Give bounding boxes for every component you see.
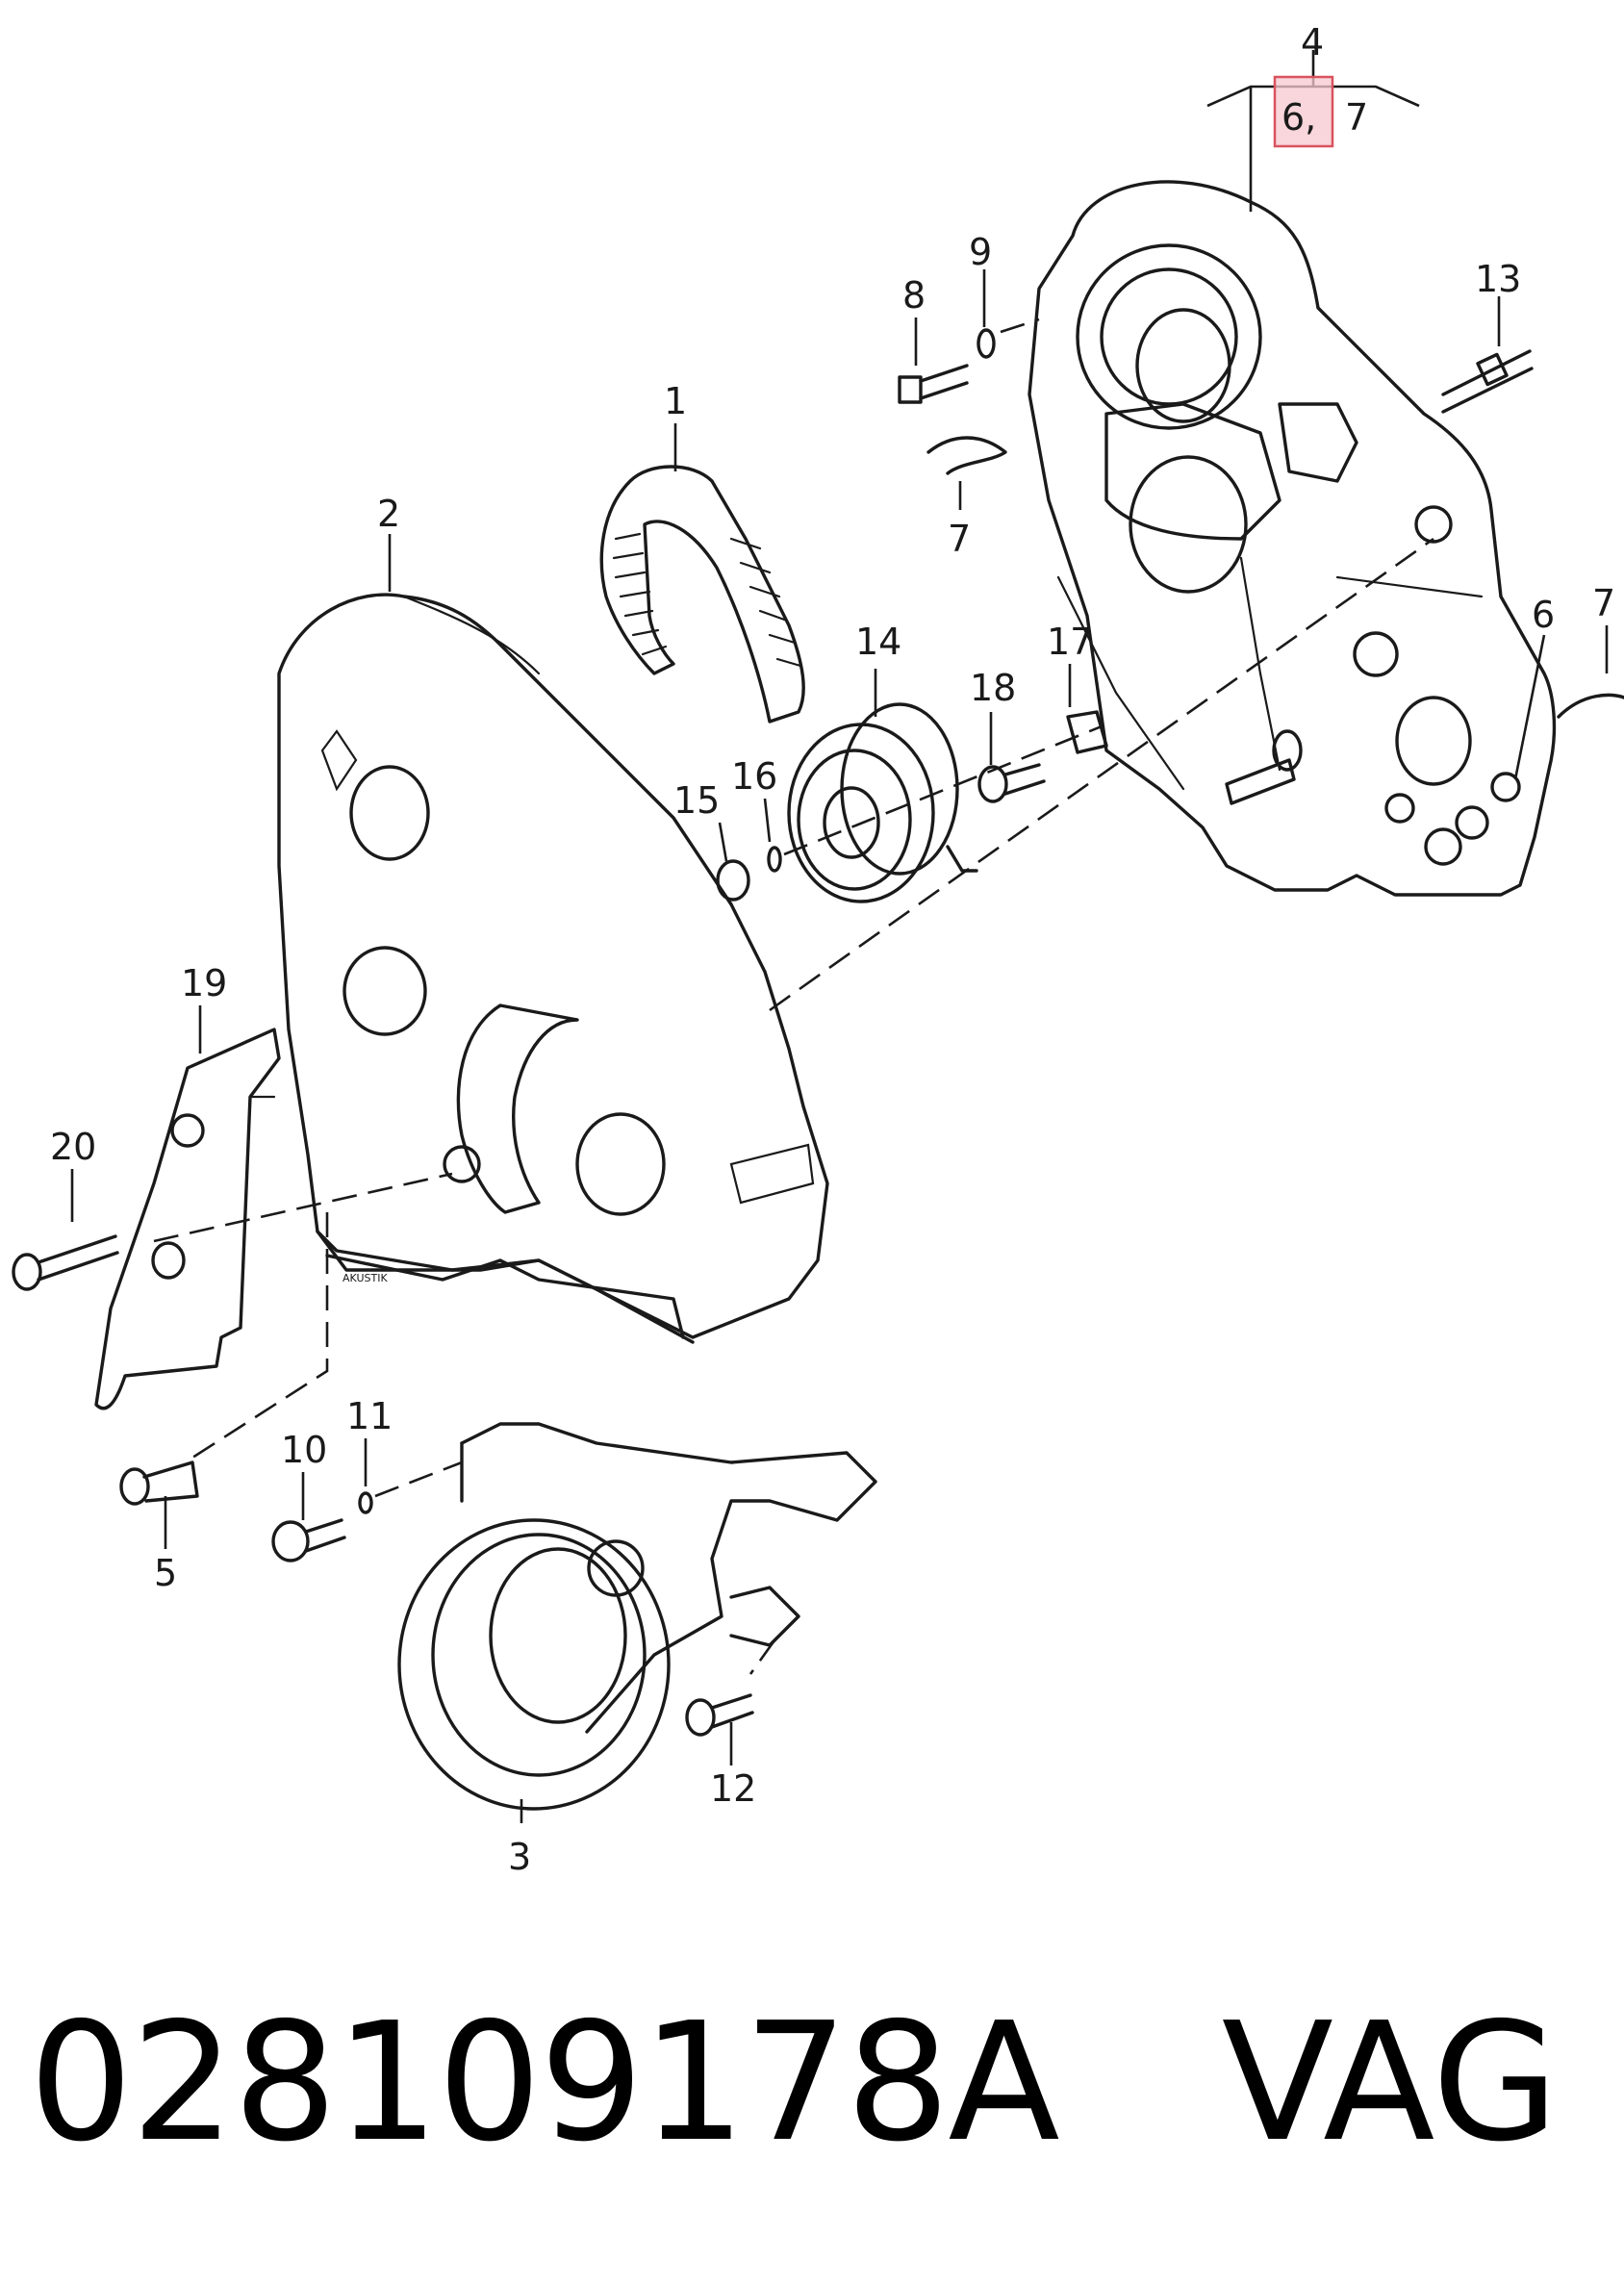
brand-name: VAG [1221,1988,1560,2178]
callout-19: 19 [181,962,227,1004]
callout-18: 18 [970,667,1016,709]
rear-timing-cover [1028,180,1557,897]
clip-7-upper [926,436,1007,475]
callout-4-sub-6: 6, [1281,96,1316,139]
stud-17 [1066,710,1108,754]
stud-5 [119,1460,199,1506]
front-upper-cover [277,593,829,1344]
nut-6 [1490,772,1521,802]
callout-14: 14 [855,621,901,663]
callout-labels: 4 6, 7 1 2 9 8 13 7 7 6 17 18 14 15 16 1… [50,21,1615,1878]
washer-16 [767,846,782,873]
bolt-20 [12,1234,119,1291]
callout-20: 20 [50,1126,96,1168]
alignment-lines [153,318,1434,1675]
callout-7-upper: 7 [948,518,971,560]
pin-stud [1225,729,1303,805]
bolt-12 [685,1693,754,1737]
clip-7-right [1557,693,1624,719]
highlight-box [1273,75,1334,148]
callout-15: 15 [673,779,720,822]
callout-3: 3 [508,1836,531,1878]
callout-1: 1 [664,380,687,422]
callout-17: 17 [1047,621,1093,663]
akustik-stamp: AKUSTIK [343,1272,388,1284]
timing-belt [599,465,805,724]
bolt-13 [1441,349,1534,414]
callout-16: 16 [731,755,777,798]
callout-7-right: 7 [1592,582,1615,624]
callout-5: 5 [154,1552,177,1594]
callout-10: 10 [281,1429,327,1471]
bolt-18 [977,763,1046,803]
part-number: 028109178A [29,1988,1060,2178]
bolt-10 [271,1518,346,1562]
callout-6: 6 [1532,594,1555,636]
lower-timing-cover [397,1422,877,1811]
leader-lines [70,50,1609,1823]
bolt-8 [898,364,969,404]
callout-9: 9 [969,231,992,273]
bracket [94,1028,281,1410]
washer-9 [977,328,996,359]
callout-8: 8 [902,274,926,317]
callout-11: 11 [346,1395,393,1437]
nut-15 [716,859,750,902]
callout-4: 4 [1301,21,1324,64]
footer-caption: 028109178A VAG [29,1977,1607,2189]
callout-4-sub-7: 7 [1345,96,1368,139]
callout-13: 13 [1475,258,1521,300]
washer-11 [358,1491,373,1514]
callout-2: 2 [377,493,400,535]
tensioner-pulley [787,702,978,903]
callout-12: 12 [710,1767,756,1810]
